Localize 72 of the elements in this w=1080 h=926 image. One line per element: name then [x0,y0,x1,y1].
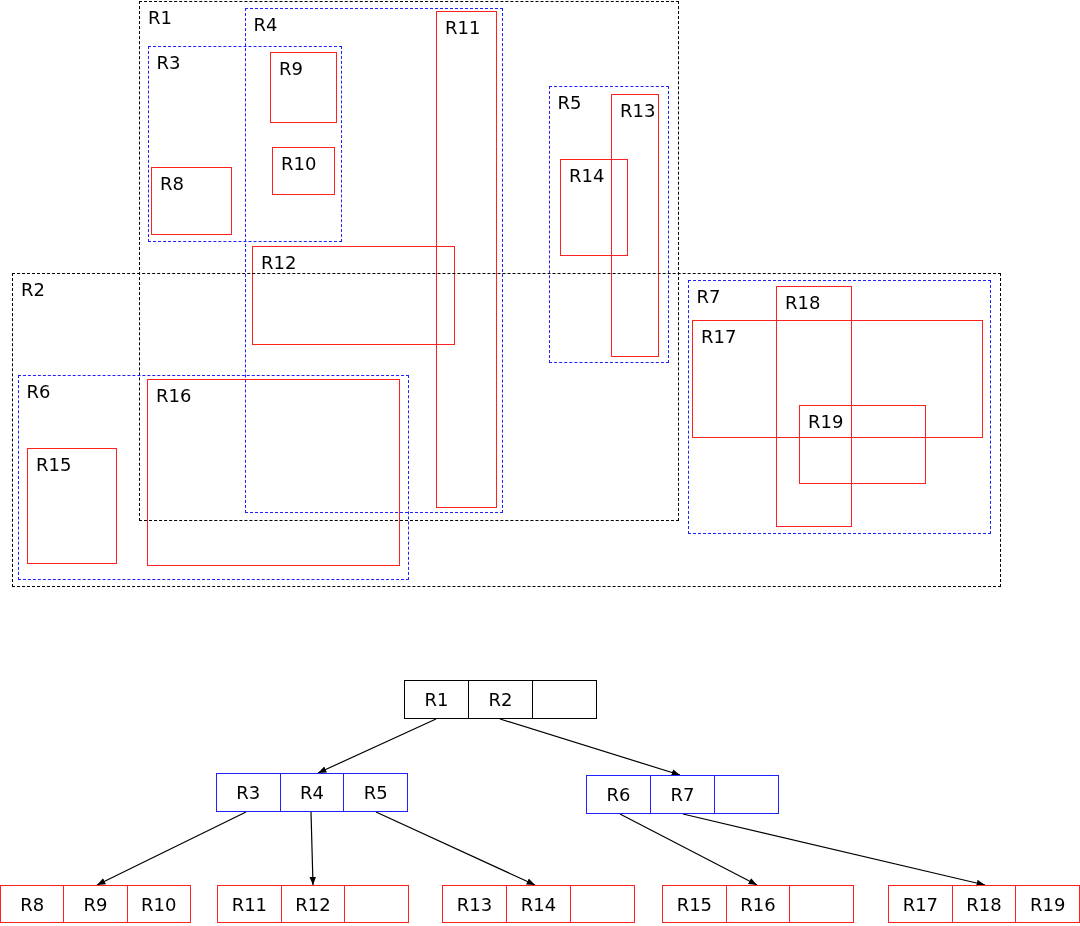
bounding-rectangle [244,7,503,513]
arrow [309,811,317,886]
entry-label: R11 [231,893,268,915]
entry-label: R7 [670,784,695,805]
rectangle-label: R10 [281,153,317,175]
arrow [499,718,681,776]
rectangle-label: R7 [696,285,721,308]
bounding-rectangle [12,273,1001,587]
bounding-rectangle [147,379,400,566]
arrow [317,718,437,774]
rectangle-label: R18 [785,292,821,314]
tree-node-box [216,773,408,812]
entry-label: R16 [740,893,776,915]
rectangle-label: R11 [445,17,481,39]
bounding-rectangle [548,85,669,363]
bounding-rectangle [611,94,659,357]
bounding-rectangle [687,279,991,534]
entry-label: R17 [902,893,939,915]
arrow [619,813,758,886]
bounding-rectangle [692,320,983,438]
entry-label: R14 [520,893,557,915]
entry-label: R10 [141,893,177,915]
entry-label: R6 [606,784,631,805]
tree-node-box [217,885,409,923]
rectangle-label: R2 [21,279,45,301]
rectangle-label: R13 [620,100,656,122]
arrow [375,811,536,886]
bounding-rectangle [147,45,342,242]
bounding-rectangle [270,52,337,123]
rectangle-label: R4 [253,13,278,36]
tree-node-box [586,775,779,814]
entry-label: R8 [20,893,45,915]
tree-node-box [0,885,191,923]
entry-label: R15 [676,893,713,915]
entry-label: R3 [236,782,261,803]
bounding-rectangle [139,1,679,521]
arrow [96,811,247,886]
bounding-rectangle [436,11,497,508]
tree-node-box [404,680,597,719]
tree-node-box [888,885,1080,923]
bounding-rectangle [151,167,232,235]
entry-label: R4 [300,782,324,803]
entry-label: R1 [424,689,449,710]
bounding-rectangle [799,405,926,484]
entry-label: R19 [1029,893,1066,915]
tree-node-box [442,885,635,923]
rectangle-label: R17 [701,326,737,348]
entry-label: R9 [83,893,108,915]
entry-label: R13 [456,893,493,915]
entry-label: R2 [488,689,513,710]
bounding-rectangle [272,147,335,195]
bounding-rectangle [560,159,628,256]
rectangle-label: R15 [36,454,72,476]
rectangle-label: R5 [557,91,582,114]
arrow [682,813,986,887]
bounding-rectangle [776,286,852,527]
rectangle-label: R19 [808,411,844,433]
rectangle-label: R16 [156,385,192,407]
rectangle-label: R6 [26,380,51,403]
rectangle-label: R9 [279,58,303,80]
rectangle-label: R14 [569,165,605,187]
rectangle-label: R8 [160,173,184,195]
rectangle-label: R12 [261,252,297,274]
bounding-rectangle [27,448,117,564]
entry-label: R5 [363,782,388,803]
bounding-rectangle [17,374,409,580]
rectangle-label: R3 [156,51,181,74]
rectangle-label: R1 [148,7,172,29]
tree-node-box [662,885,854,923]
entry-label: R18 [966,893,1002,915]
bounding-rectangle [252,246,455,345]
entry-label: R12 [295,893,331,915]
